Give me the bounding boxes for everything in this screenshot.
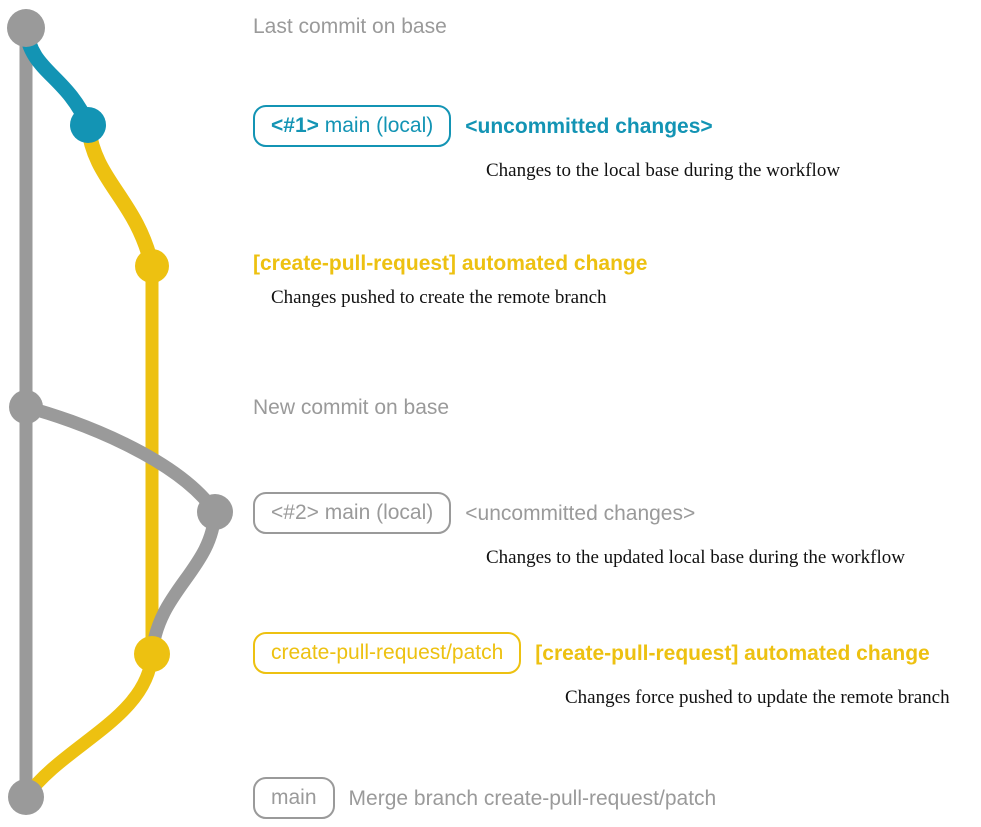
commit-node-base-head[interactable] <box>7 9 45 47</box>
commit-node-remote-2[interactable] <box>134 636 170 672</box>
edge-remote2-to-merge <box>19 647 159 804</box>
commit-head-local-change-1: <#1> main (local) <uncommitted changes> <box>253 105 840 147</box>
commit-node-remote-1[interactable] <box>135 249 169 283</box>
commit-head-automated-change-2: create-pull-request/patch [create-pull-r… <box>253 632 950 674</box>
commit-head-automated-change-1: [create-pull-request] automated change <box>253 253 647 274</box>
commit-node-local-2[interactable] <box>197 494 233 530</box>
commit-node-base-new[interactable] <box>9 390 43 424</box>
commit-entry-automated-change-1: [create-pull-request] automated change C… <box>253 253 647 307</box>
branch-pill-label-1: main (local) <box>324 114 434 137</box>
edge-local1-to-remote1 <box>80 117 160 274</box>
branch-pill-main-local-1[interactable]: <#1> main (local) <box>253 105 452 147</box>
commit-head-merge-commit: main Merge branch create-pull-request/pa… <box>253 777 716 819</box>
commit-subject-new-commit-on-base: New commit on base <box>253 396 450 419</box>
commit-entry-merge-commit: main Merge branch create-pull-request/pa… <box>253 777 716 819</box>
commit-subject-automated-change-1: [create-pull-request] automated change <box>253 252 648 275</box>
commit-note-automated-change-2: Changes force pushed to update the remot… <box>565 687 950 708</box>
commit-head-local-change-2: <#2> main (local) <uncommitted changes> <box>253 492 905 534</box>
edge-local2-to-remote2 <box>145 505 222 661</box>
branch-pill-label-3: create-pull-request/patch <box>271 641 504 664</box>
edge-basenew-to-local2 <box>19 400 222 519</box>
commit-note-local-change-1: Changes to the local base during the wor… <box>486 160 841 181</box>
branch-pill-main[interactable]: main <box>253 777 335 819</box>
branch-pill-prefix-1: <#1> <box>271 114 319 137</box>
branch-pill-main-local-2[interactable]: <#2> main (local) <box>253 492 452 534</box>
commit-subject-automated-change-2: [create-pull-request] automated change <box>535 641 930 665</box>
branch-pill-create-pull-request-patch[interactable]: create-pull-request/patch <box>253 632 522 674</box>
commit-note-automated-change-1: Changes pushed to create the remote bran… <box>271 287 607 308</box>
commit-note-local-change-2: Changes to the updated local base during… <box>486 547 905 568</box>
branch-pill-label-4: main <box>271 786 317 809</box>
branch-pill-label-2: main (local) <box>324 501 434 524</box>
commit-entry-local-change-2: <#2> main (local) <uncommitted changes> … <box>253 492 905 567</box>
commit-subject-last-commit-on-base: Last commit on base <box>253 15 447 38</box>
commit-entry-local-change-1: <#1> main (local) <uncommitted changes> … <box>253 105 840 180</box>
graph-nodes <box>7 9 233 815</box>
commit-subject-merge-commit: Merge branch create-pull-request/patch <box>348 786 717 810</box>
commit-entry-automated-change-2: create-pull-request/patch [create-pull-r… <box>253 632 950 707</box>
commit-node-local-1[interactable] <box>70 107 106 143</box>
commit-subject-local-change-1: <uncommitted changes> <box>465 114 713 138</box>
commit-node-merge[interactable] <box>8 779 44 815</box>
branch-pill-prefix-2: <#2> <box>271 501 319 524</box>
commit-subject-local-change-2: <uncommitted changes> <box>465 501 696 525</box>
